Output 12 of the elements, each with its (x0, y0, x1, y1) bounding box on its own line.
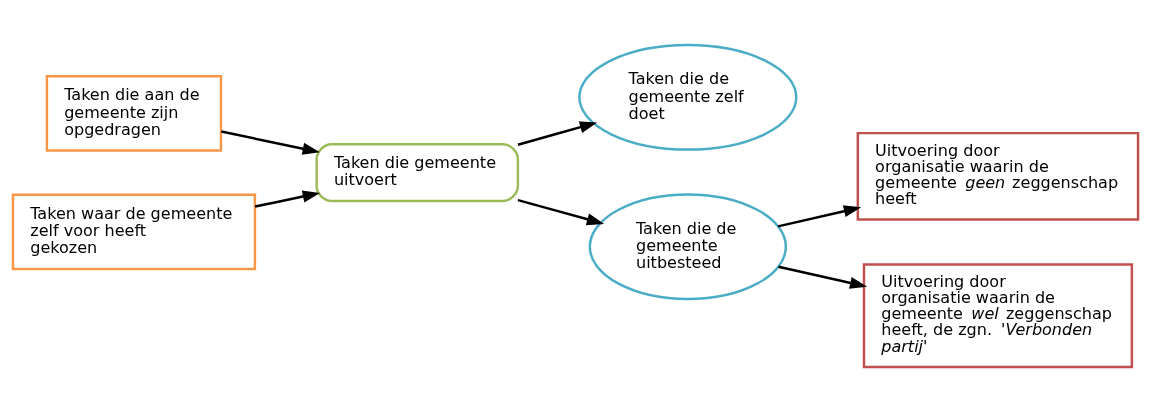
node-box: Taken die gemeente uitvoert (315, 143, 520, 203)
arrow (517, 198, 605, 226)
node-box: Taken die aan de gemeente zijn opgedragen (45, 75, 223, 152)
arrow (221, 130, 320, 155)
arrow (254, 190, 320, 208)
arrow (778, 265, 868, 289)
node-box: Uitvoering door organisatie waarin de gemeente geen zeggenschap heeft (856, 131, 1140, 221)
node-ellipse: Taken die de gemeente uitbesteed (588, 193, 788, 301)
arrow (517, 121, 598, 146)
node-box: Uitvoering door organisatie waarin de gemeente wel zeggenschap heeft, de zgn. 'Verbonden partij' (862, 263, 1134, 369)
node-box: Taken waar de gemeente zelf voor heeft gekozen (11, 193, 257, 271)
arrow (777, 205, 862, 228)
